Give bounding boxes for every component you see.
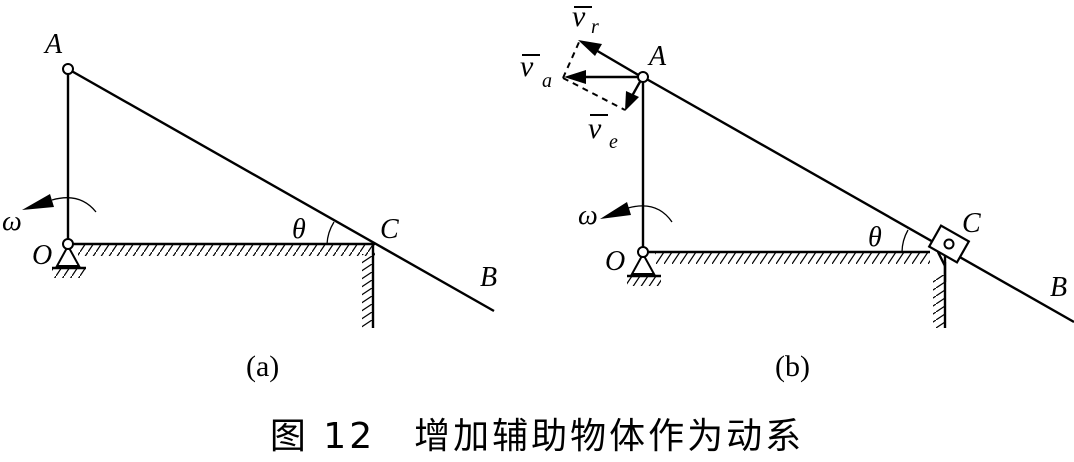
label-v-e: v e — [588, 112, 618, 153]
label-theta: θ — [292, 214, 306, 245]
angle-arc — [326, 221, 335, 245]
arrowhead-v-e — [625, 91, 639, 111]
collar-C — [927, 224, 971, 282]
hinge-A — [637, 71, 649, 83]
svg-text:v: v — [520, 50, 534, 83]
rod-AB — [642, 75, 1074, 324]
arrow-v-e — [630, 79, 643, 97]
rod-AB — [67, 67, 495, 313]
pivot-support — [52, 238, 86, 278]
omega-arrow — [22, 194, 97, 213]
label-theta: θ — [868, 222, 882, 253]
label-B: B — [1050, 272, 1067, 303]
angle-arc — [901, 229, 909, 253]
panel-a: A O C B θ ω (a) — [2, 29, 497, 383]
label-v-a: v a — [520, 50, 552, 92]
label-O: O — [32, 240, 52, 271]
omega-arrow — [600, 202, 673, 223]
arrow-v-r — [593, 47, 641, 78]
dashed-edge-bottom — [562, 77, 626, 111]
ground-hatch — [78, 245, 375, 256]
pivot-support — [627, 246, 661, 286]
arrowhead-v-a — [564, 70, 586, 84]
svg-text:v: v — [588, 112, 602, 145]
velocity-parallelogram — [562, 39, 643, 111]
label-omega: ω — [2, 206, 22, 237]
label-B: B — [480, 262, 497, 293]
panel-a-label: (a) — [246, 350, 279, 383]
svg-text:e: e — [609, 131, 618, 153]
figure-caption: 图 12 增加辅助物体作为动系 — [270, 416, 804, 457]
label-C: C — [380, 214, 399, 245]
panel-b: v r v a v e A O C B θ ω (b) — [520, 0, 1074, 383]
panel-b-label: (b) — [775, 350, 810, 383]
hinge-A — [62, 63, 74, 75]
label-A: A — [43, 29, 63, 60]
dashed-edge-left-top — [562, 39, 581, 79]
ground-hatch — [655, 253, 930, 264]
wall-hatch — [933, 275, 945, 328]
label-C: C — [962, 208, 981, 239]
svg-text:a: a — [542, 70, 552, 92]
svg-text:r: r — [591, 16, 599, 38]
svg-text:v: v — [572, 0, 586, 33]
arrowhead-v-r — [578, 40, 602, 56]
label-O: O — [605, 246, 625, 277]
label-v-r: v r — [572, 0, 599, 38]
label-omega: ω — [578, 200, 598, 231]
label-A: A — [647, 41, 667, 72]
wall-hatch — [362, 254, 373, 328]
